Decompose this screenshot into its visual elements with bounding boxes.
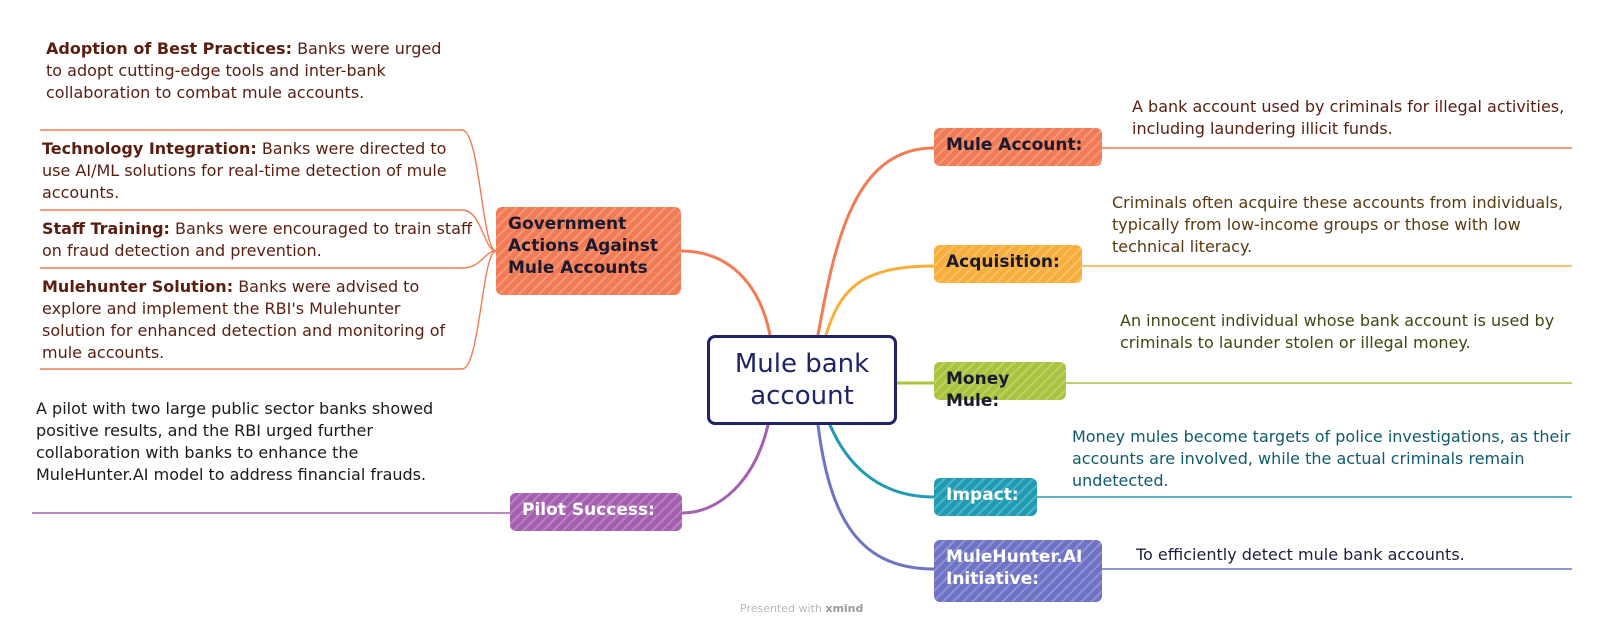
note-money-mule: An innocent individual whose bank accoun… [1120,310,1560,354]
branch-label: Acquisition: [946,252,1060,272]
note-mule-account: A bank account used by criminals for ill… [1132,96,1572,140]
note-text: A bank account used by criminals for ill… [1132,97,1565,138]
branch-label: Mule Account: [946,135,1083,155]
note-text: Banks were directed to use AI/ML solutio… [42,139,447,202]
branch-label: Pilot Success: [522,500,655,520]
branch-impact[interactable]: Impact: [934,478,1037,516]
branch-label: Government Actions Against Mule Accounts [508,214,658,278]
note-technology-integration: Technology Integration: Banks were direc… [42,138,462,204]
footer-brand: xmind [825,602,864,615]
branch-acquisition[interactable]: Acquisition: [934,245,1082,283]
note-mulehunter-initiative: To efficiently detect mule bank accounts… [1136,544,1572,566]
note-mulehunter-solution: Mulehunter Solution: Banks were advised … [42,276,462,364]
note-text: To efficiently detect mule bank accounts… [1136,545,1465,564]
note-text: A pilot with two large public sector ban… [36,399,434,484]
branch-label: MuleHunter.AI Initiative: [946,547,1083,589]
branch-label: Impact: [946,485,1019,505]
footer-prefix: Presented with [740,602,822,615]
note-acquisition: Criminals often acquire these accounts f… [1112,192,1572,258]
note-title: Technology Integration: [42,139,257,158]
footer-credit: Presented with xmind [740,602,863,615]
note-title: Adoption of Best Practices: [46,39,292,58]
note-text: Money mules become targets of police inv… [1072,427,1571,490]
branch-pilot-success[interactable]: Pilot Success: [510,493,682,531]
branch-mule-account[interactable]: Mule Account: [934,128,1102,166]
note-text: Banks were encouraged to train staff on … [42,219,472,260]
note-text: Banks were advised to explore and implem… [42,277,446,362]
branch-label: Money Mule: [946,369,1010,411]
branch-government-actions[interactable]: Government Actions Against Mule Accounts [496,207,681,295]
central-topic-title: Mule bank account [734,349,870,411]
note-title: Mulehunter Solution: [42,277,234,296]
branch-mulehunter-initiative[interactable]: MuleHunter.AI Initiative: [934,540,1102,602]
note-pilot-success: A pilot with two large public sector ban… [36,398,456,486]
central-topic[interactable]: Mule bank account [707,335,897,425]
branch-money-mule[interactable]: Money Mule: [934,362,1066,411]
note-text: Banks were urged to adopt cutting-edge t… [46,39,442,102]
note-best-practices: Adoption of Best Practices: Banks were u… [46,38,456,104]
note-impact: Money mules become targets of police inv… [1072,426,1572,492]
note-text: An innocent individual whose bank accoun… [1120,311,1555,352]
note-title: Staff Training: [42,219,170,238]
note-staff-training: Staff Training: Banks were encouraged to… [42,218,472,262]
note-text: Criminals often acquire these accounts f… [1112,193,1564,256]
